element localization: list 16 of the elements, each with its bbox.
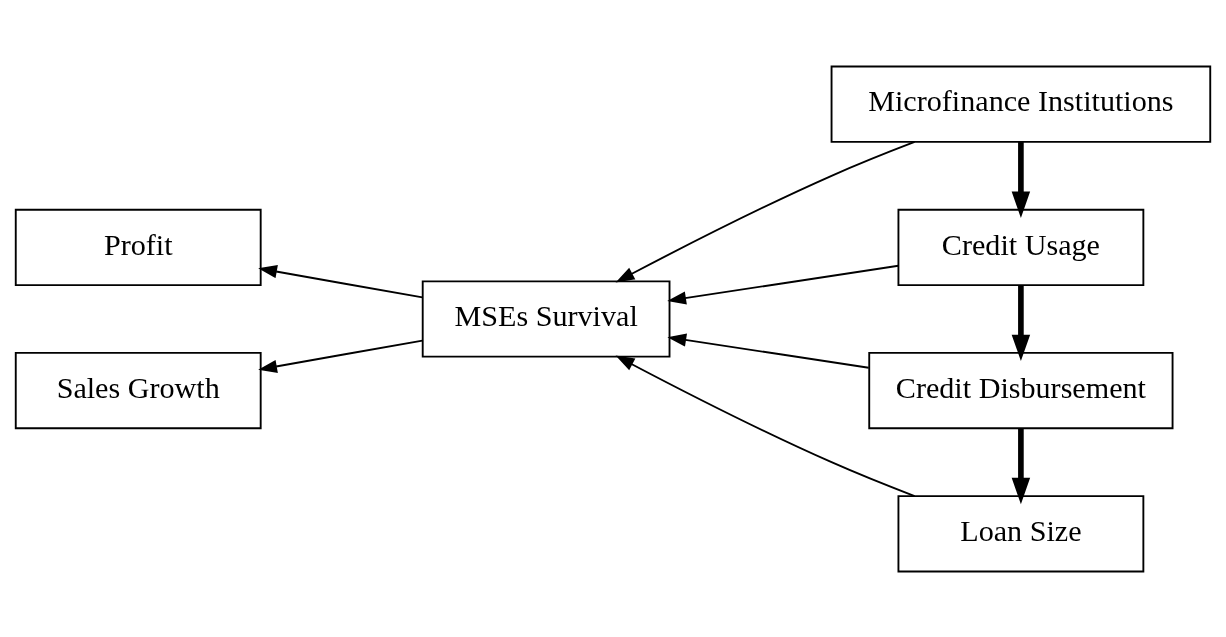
arrow	[615, 355, 916, 497]
arrow	[1011, 141, 1031, 218]
arrow	[258, 264, 424, 298]
arrow	[1011, 284, 1031, 361]
node-box: Microfinance Institutions	[830, 65, 1212, 143]
node-box: MSEs Survival	[421, 279, 671, 358]
arrow	[615, 140, 916, 282]
arrow	[667, 332, 870, 369]
arrow	[667, 264, 900, 305]
arrow	[1011, 427, 1031, 504]
node-box: Profit	[14, 208, 262, 286]
node-box: Credit Disbursement	[868, 351, 1174, 429]
node-box: Sales Growth	[14, 351, 262, 429]
node-box: Loan Size	[897, 494, 1145, 572]
arrow	[258, 339, 424, 373]
node-box: Credit Usage	[897, 208, 1145, 286]
